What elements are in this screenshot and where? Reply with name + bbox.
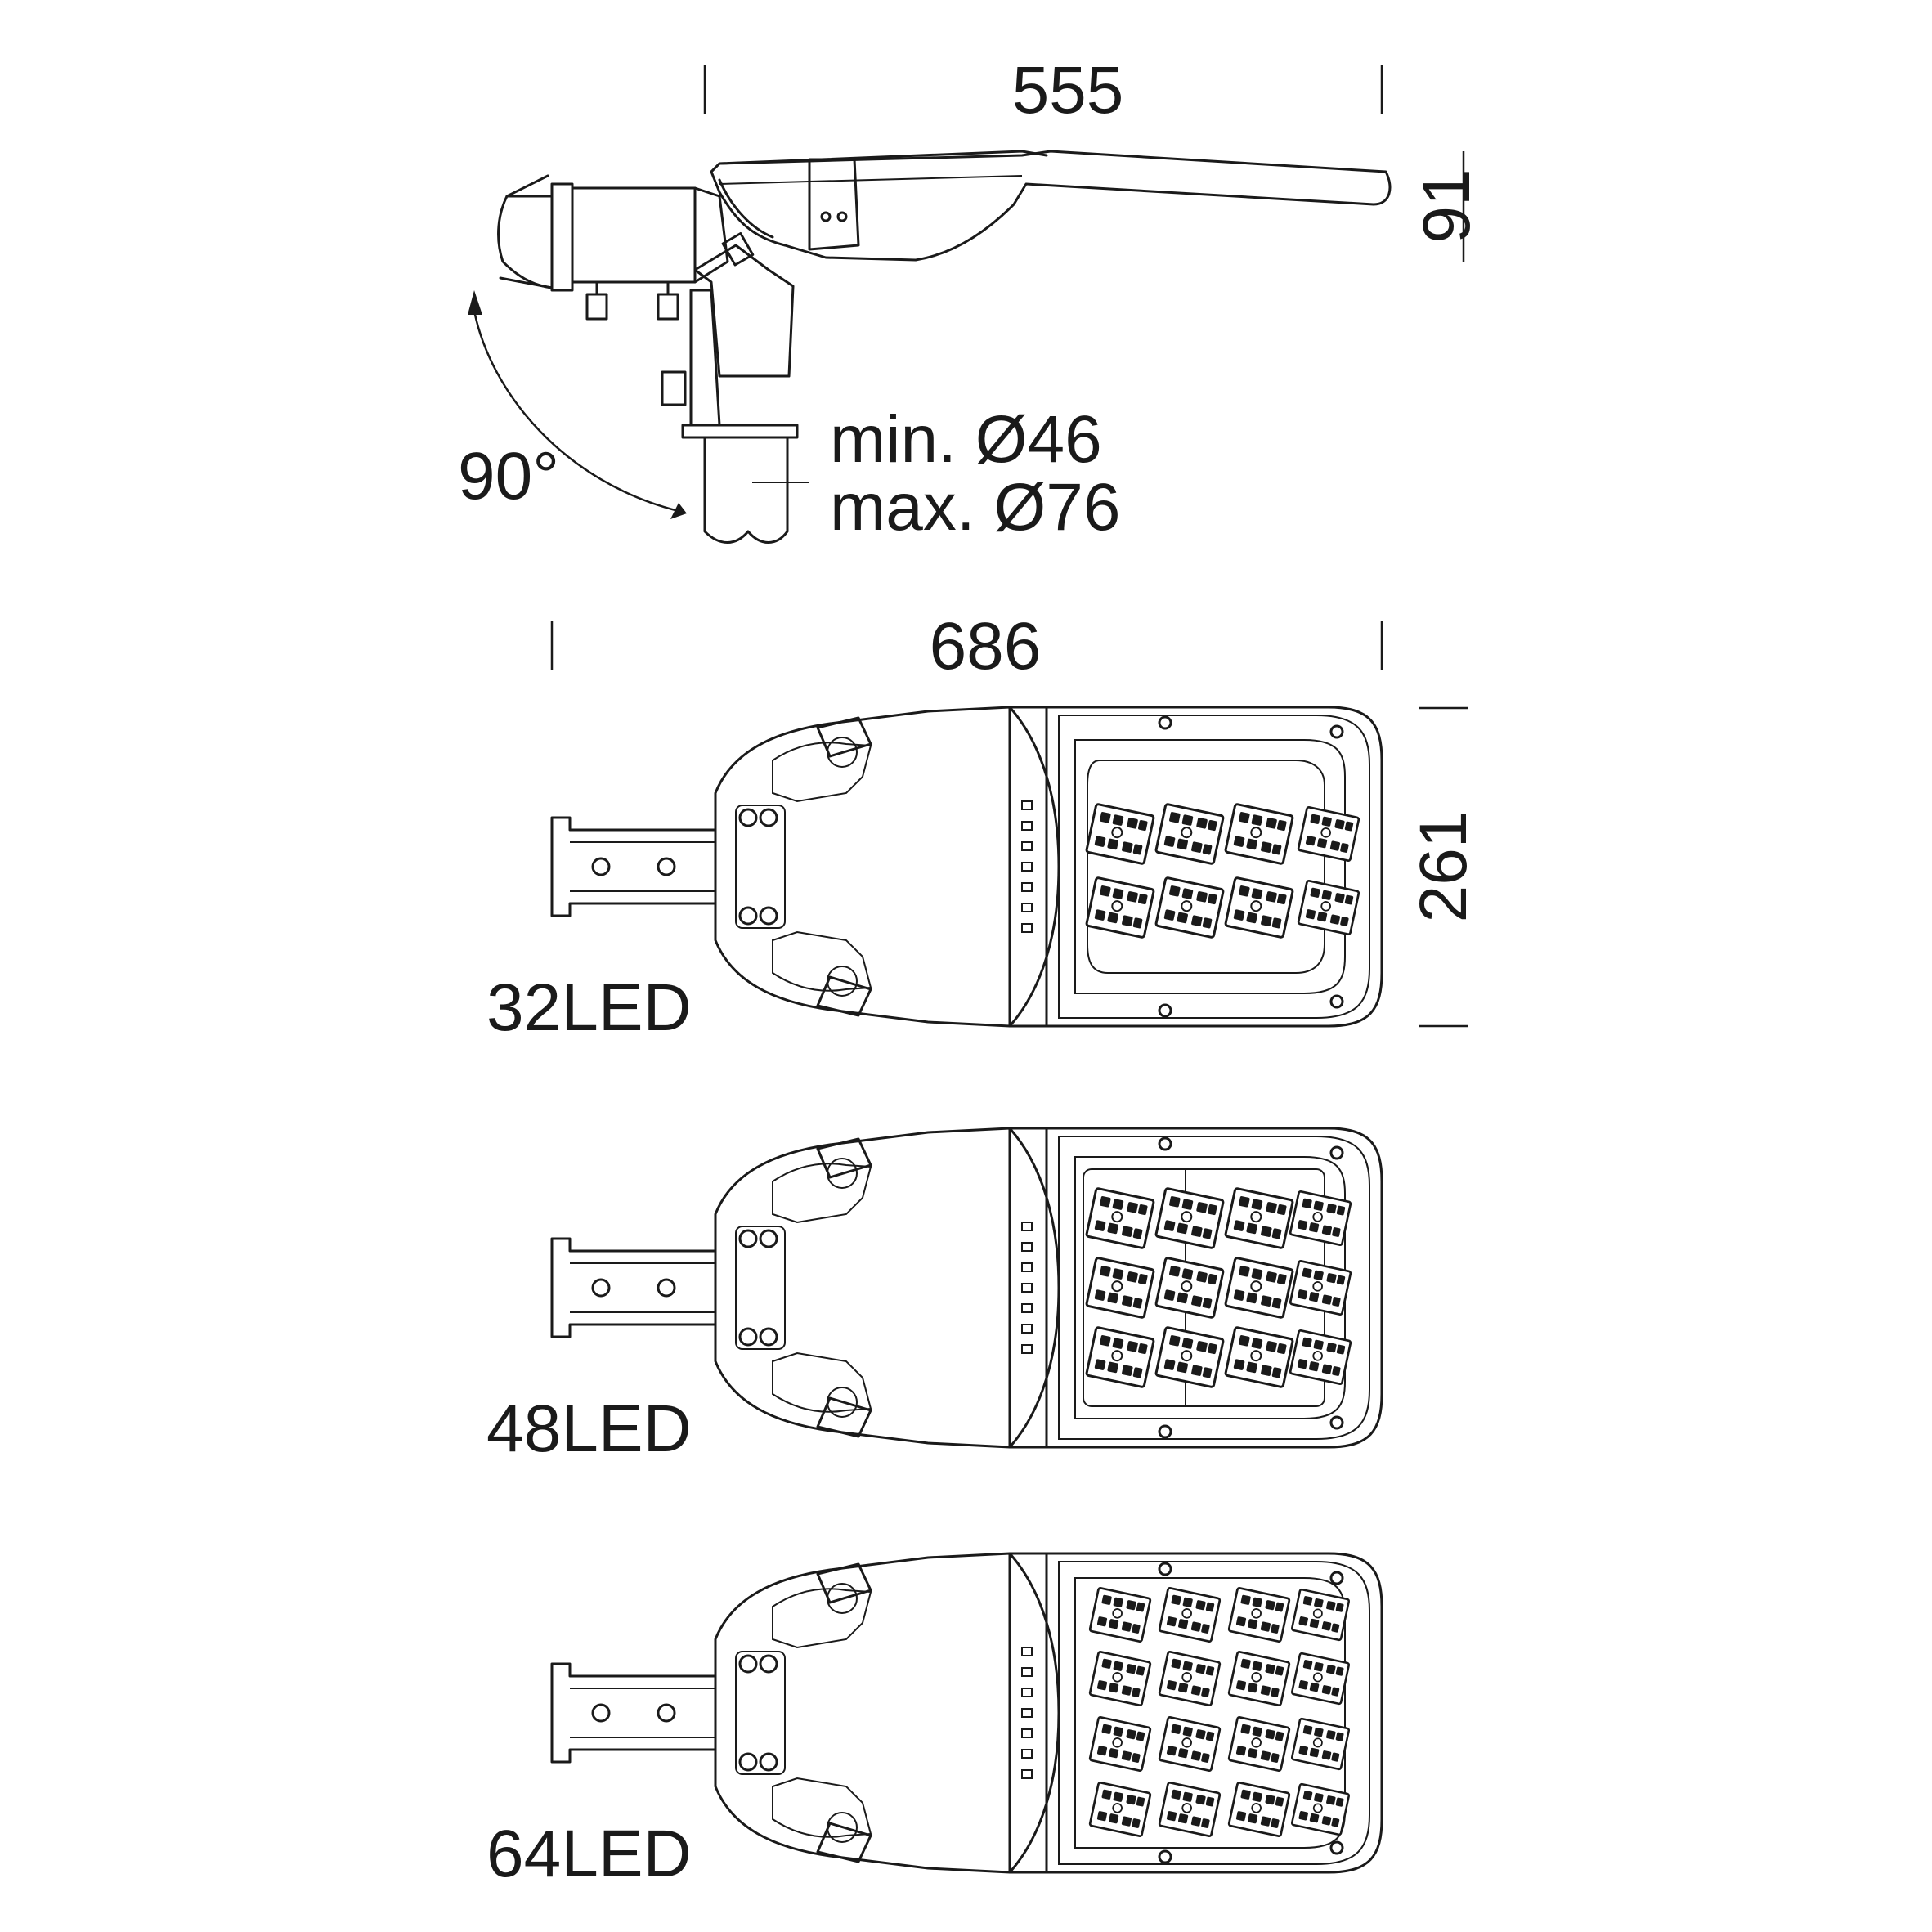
variant-32led: 32LED: [486, 706, 1383, 1045]
led-array-32: [1085, 802, 1360, 939]
top-view-dimensions: 686 261: [550, 609, 1481, 1028]
variant-32led-label: 32LED: [486, 970, 692, 1045]
pole-max-diameter-label: max. Ø76: [830, 470, 1120, 545]
tilt-angle-label: 90°: [458, 439, 559, 513]
variant-64led-label: 64LED: [486, 1817, 692, 1891]
led-array-64: [1088, 1586, 1351, 1838]
variant-64led: 64LED: [486, 1552, 1383, 1891]
side-height-label: 91: [1410, 168, 1484, 243]
led-array-48: [1085, 1186, 1352, 1389]
side-length-label: 555: [1012, 53, 1124, 128]
variant-48led-label: 48LED: [486, 1392, 692, 1466]
top-length-label: 686: [930, 609, 1042, 684]
variant-48led: 48LED: [486, 1127, 1383, 1466]
pole-min-diameter-label: min. Ø46: [830, 402, 1102, 477]
side-view: 555 91: [458, 53, 1484, 545]
top-width-label: 261: [1406, 811, 1481, 923]
